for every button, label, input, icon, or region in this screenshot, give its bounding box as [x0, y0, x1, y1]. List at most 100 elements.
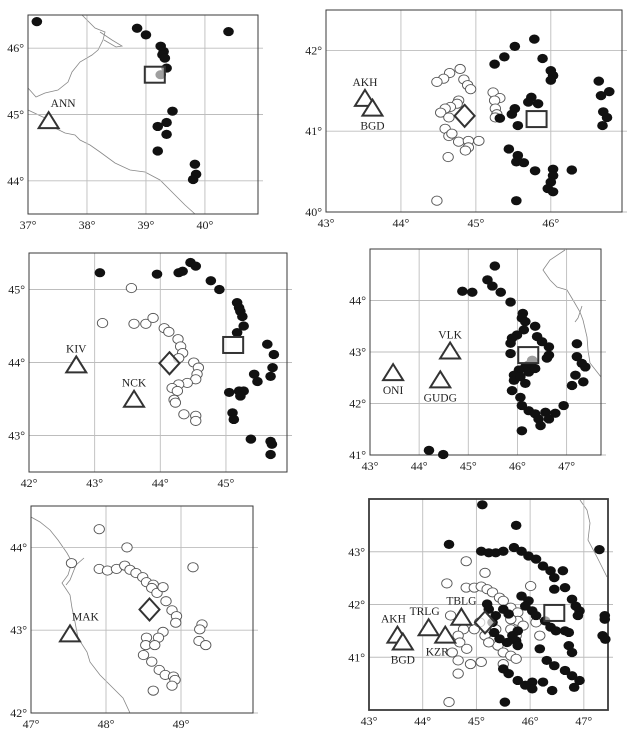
lat-tick-label: 46° [7, 41, 24, 55]
event-filled-circle [237, 311, 248, 322]
event-open-circle [510, 653, 522, 664]
event-open-circle [121, 542, 133, 553]
event-filled-circle [494, 634, 505, 644]
event-open-circle [441, 578, 453, 589]
coastline-panel-d-spit [574, 305, 583, 323]
event-open-circle [475, 656, 487, 668]
event-filled-circle [510, 520, 522, 530]
lat-tick-label: 44° [7, 174, 24, 188]
lon-tick-label: 47° [558, 459, 575, 473]
event-filled-circle [516, 400, 528, 411]
event-filled-circle [506, 109, 518, 119]
event-filled-circle [265, 371, 276, 381]
lon-tick-label: 45° [460, 459, 477, 473]
lon-tick-label: 45° [467, 216, 484, 230]
coastline-panel-a-azov [27, 14, 106, 98]
event-filled-circle [601, 112, 613, 123]
event-filled-circle [161, 129, 172, 139]
event-filled-circle [563, 627, 575, 638]
event-filled-circle [190, 261, 202, 271]
lat-tick-label: 42° [10, 706, 27, 720]
coastline-panel-d [542, 249, 602, 378]
lon-tick-label: 42° [21, 476, 38, 490]
coastline-panel-e [30, 516, 131, 714]
event-filled-circle [603, 87, 615, 97]
event-filled-circle [457, 286, 468, 296]
event-filled-circle [541, 655, 553, 666]
event-open-circle [534, 630, 546, 641]
station-label: NCK [122, 378, 147, 390]
event-filled-circle [497, 546, 509, 556]
lon-tick-label: 47° [23, 717, 40, 731]
event-filled-circle [535, 421, 546, 431]
station-triangle-icon [64, 354, 89, 374]
event-open-circle [149, 640, 161, 651]
lat-tick-label: 43° [348, 545, 365, 559]
event-filled-circle [523, 97, 534, 107]
event-filled-circle [152, 121, 164, 132]
event-filled-circle [566, 165, 578, 175]
event-open-circle [169, 397, 182, 408]
event-filled-circle [566, 647, 578, 658]
event-filled-circle [151, 269, 163, 279]
lon-tick-label: 47° [575, 714, 592, 728]
event-filled-circle [268, 349, 280, 360]
map-frame [30, 505, 254, 714]
event-filled-circle [545, 75, 557, 85]
event-filled-circle [152, 146, 164, 156]
event-filled-circle [265, 449, 276, 460]
event-filled-circle [595, 91, 607, 101]
event-filled-circle [437, 449, 449, 460]
lon-tick-label: 43° [318, 216, 335, 230]
event-filled-circle [31, 17, 43, 27]
event-filled-circle [94, 268, 106, 278]
event-filled-circle [547, 187, 559, 197]
map-frame [27, 14, 259, 215]
event-filled-circle [568, 682, 580, 692]
event-filled-circle [238, 321, 249, 331]
lon-tick-label: 44° [411, 459, 428, 473]
event-filled-circle [267, 363, 278, 373]
event-open-circle [200, 640, 212, 651]
event-open-circle [483, 637, 495, 648]
event-filled-circle [515, 392, 526, 402]
lon-tick-label: 46° [509, 459, 526, 473]
station-triangle-icon [381, 362, 405, 382]
station-label: KZR [426, 647, 449, 659]
station-label: TRLG [410, 606, 440, 618]
event-filled-circle [518, 325, 530, 335]
event-filled-circle [537, 53, 548, 64]
event-filled-circle [520, 378, 531, 389]
square-marker [143, 65, 166, 84]
lat-tick-label: 44° [349, 294, 366, 308]
station-triangle-icon [391, 631, 415, 651]
event-filled-circle [159, 53, 171, 63]
event-filled-circle [516, 426, 528, 436]
event-open-circle [147, 685, 159, 696]
event-open-circle [452, 668, 464, 679]
event-filled-circle [579, 362, 591, 372]
event-open-circle [479, 567, 491, 578]
event-filled-circle [228, 414, 240, 425]
lon-tick-label: 38° [79, 218, 96, 232]
event-filled-circle [545, 566, 556, 576]
event-filled-circle [537, 677, 549, 687]
lat-tick-label: 41° [348, 650, 365, 664]
map-panel-f: 43°44°45°46°47°41°42°43°AKHBGDTRLGKZRTBL… [348, 498, 613, 728]
station-label: ONI [383, 385, 404, 397]
station-triangle-icon [433, 624, 458, 644]
event-filled-circle [223, 26, 234, 37]
event-open-circle [160, 596, 172, 607]
map-frame [28, 252, 288, 473]
event-open-circle [460, 556, 472, 567]
station-label: VLK [438, 329, 462, 341]
event-filled-circle [559, 665, 571, 676]
event-filled-circle [558, 400, 569, 411]
station-triangle-icon [449, 606, 474, 626]
event-filled-circle [503, 609, 514, 619]
event-open-circle [443, 697, 455, 708]
station-label: ANN [51, 98, 77, 110]
event-filled-circle [515, 372, 526, 382]
station-triangle-icon [360, 97, 385, 117]
event-filled-circle [490, 610, 502, 621]
